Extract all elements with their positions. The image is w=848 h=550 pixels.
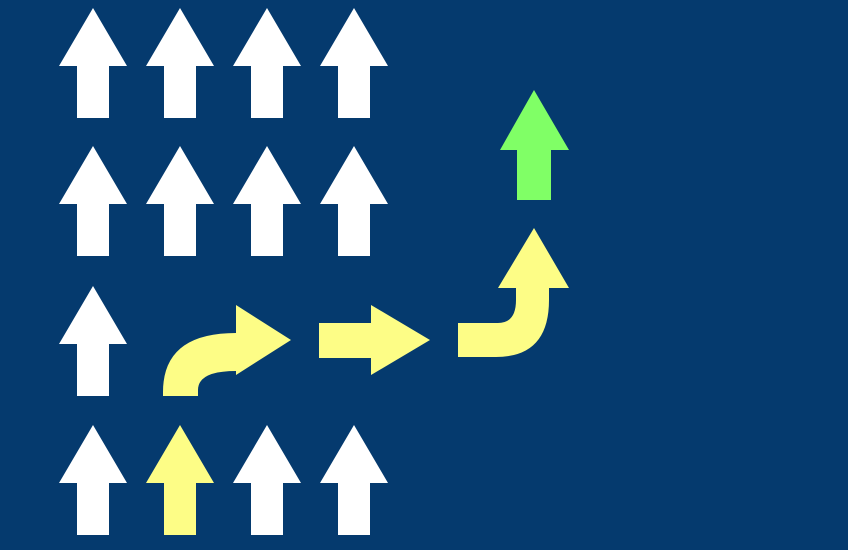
goal-up-arrow-icon — [500, 90, 569, 200]
up-arrow-icon — [146, 146, 214, 256]
up-arrow-icon — [146, 8, 214, 118]
up-arrow-icon — [320, 8, 388, 118]
up-arrow-icon — [233, 8, 301, 118]
up-arrow-icon — [59, 425, 127, 535]
start-up-arrow-icon — [146, 425, 214, 535]
up-arrow-icon — [233, 146, 301, 256]
up-arrow-icon — [59, 146, 127, 256]
up-arrow-icon — [59, 8, 127, 118]
highlighted-path — [163, 90, 569, 396]
up-arrow-icon — [320, 425, 388, 535]
up-arrow-icon — [233, 425, 301, 535]
up-arrow-icon — [320, 146, 388, 256]
arrow-grid — [59, 8, 388, 535]
curved-up-arrow-icon — [458, 228, 569, 357]
curved-right-arrow-icon — [163, 305, 291, 396]
up-arrow-icon — [59, 286, 127, 396]
right-arrow-icon — [319, 305, 430, 375]
